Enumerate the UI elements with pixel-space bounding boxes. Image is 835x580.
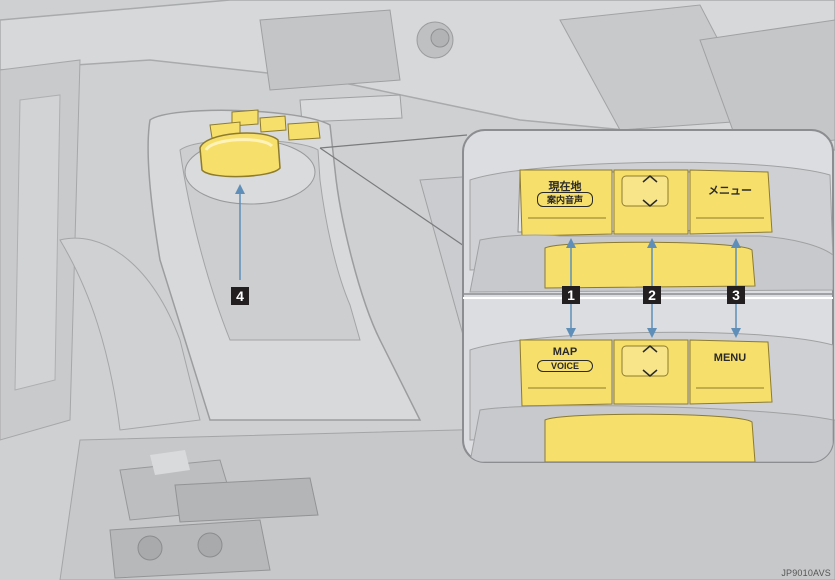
map-label: MAP [537, 346, 593, 358]
menu-jp-label: メニュー [700, 182, 760, 198]
voice-label: VOICE [537, 360, 593, 372]
map-voice-jp-label-line2: 案内音声 [537, 192, 593, 207]
callout-3: 3 [727, 286, 745, 304]
menu-label: MENU [700, 352, 760, 364]
callout-1: 1 [562, 286, 580, 304]
figure-code: JP9010AVS [781, 568, 831, 578]
callout-2: 2 [643, 286, 661, 304]
callout-4: 4 [231, 287, 249, 305]
